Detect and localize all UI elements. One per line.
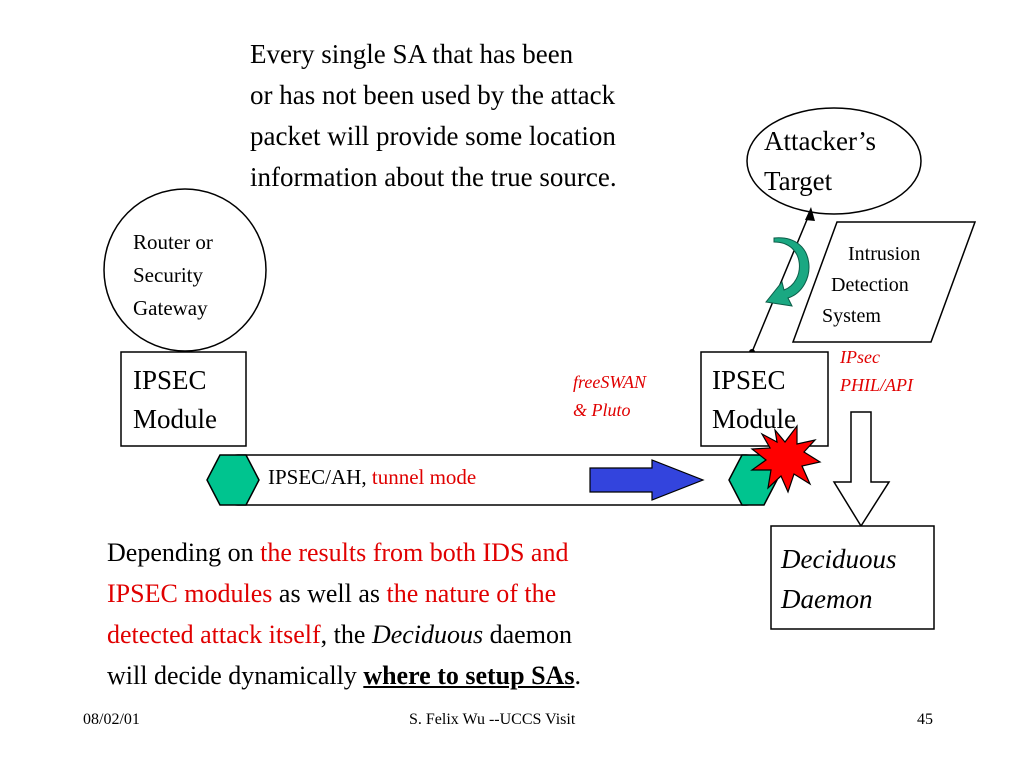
ipsec-api-label: IPsec PHIL/API: [840, 343, 913, 399]
bottom-text-red: the nature of the: [386, 579, 557, 608]
curl-arrow-icon: [765, 237, 810, 307]
freeswan-line-1: freeSWAN: [573, 372, 647, 392]
down-hollow-arrow: [832, 411, 891, 528]
deciduous-line-1: Deciduous: [781, 544, 897, 574]
bottom-line-2: IPSEC modules as well as the nature of t…: [107, 573, 581, 614]
ids-line-2: Detection: [831, 274, 909, 296]
deciduous-label: Deciduous Daemon: [781, 539, 896, 619]
left-module-line-2: Module: [133, 404, 217, 434]
tunnel-label: IPSEC/AH, tunnel mode: [268, 465, 476, 490]
bottom-text-red: IPSEC modules: [107, 579, 273, 608]
ipsec-api-line-2: PHIL/API: [840, 375, 913, 395]
deciduous-line-2: Daemon: [781, 584, 873, 614]
freeswan-line-2: & Pluto: [573, 400, 631, 420]
footer-date: 08/02/01: [83, 711, 140, 728]
module-target-line: [751, 209, 812, 353]
bottom-text-plain: will decide dynamically: [107, 661, 364, 690]
tunnel-left-hexagon: [206, 454, 260, 506]
bottom-text-plain: , the: [320, 620, 372, 649]
left-module-line-1: IPSEC: [133, 365, 207, 395]
bottom-text-emphasis: where to setup SAs: [363, 661, 575, 690]
right-module-label: IPSEC Module: [712, 361, 796, 439]
target-line-2: Target: [764, 166, 833, 196]
target-label: Attacker’s Target: [764, 121, 876, 201]
target-ellipse: [746, 107, 922, 215]
deciduous-box: [770, 525, 935, 630]
attack-burst-icon: [750, 424, 822, 494]
intro-line: Every single SA that has been: [250, 39, 574, 69]
ids-parallelogram: [791, 221, 977, 343]
bottom-paragraph: Depending on the results from both IDS a…: [107, 532, 581, 696]
router-ellipse: [103, 188, 267, 352]
intro-paragraph: Every single SA that has been or has not…: [250, 34, 617, 198]
bottom-text-red: the results from both IDS and: [260, 538, 569, 567]
module-target-arrowhead: [805, 207, 815, 221]
router-label: Router or Security Gateway: [133, 226, 213, 325]
freeswan-label: freeSWAN & Pluto: [573, 368, 646, 424]
ids-line-3: System: [822, 305, 881, 327]
footer-page-number: 45: [917, 711, 933, 728]
left-module-label: IPSEC Module: [133, 361, 217, 439]
bottom-line-3: detected attack itself, the Deciduous da…: [107, 614, 581, 655]
intro-line: packet will provide some location: [250, 121, 616, 151]
intro-line: or has not been used by the attack: [250, 80, 616, 110]
bottom-text-plain: daemon: [483, 620, 572, 649]
footer-center: S. Felix Wu --UCCS Visit: [409, 711, 576, 728]
right-module-box: [700, 351, 829, 447]
ipsec-api-line-1: IPsec: [840, 347, 880, 367]
bottom-line-1: Depending on the results from both IDS a…: [107, 532, 581, 573]
bottom-text-italic: Deciduous: [371, 620, 484, 649]
bottom-line-4: will decide dynamically where to setup S…: [107, 655, 581, 696]
bottom-text-plain: as well as: [272, 579, 387, 608]
tunnel-protocol: IPSEC/AH,: [268, 465, 367, 489]
ids-line-1: Intrusion: [848, 243, 921, 265]
right-module-line-1: IPSEC: [712, 365, 786, 395]
left-module-box: [120, 351, 247, 447]
ids-label: Intrusion Detection System: [822, 239, 920, 332]
router-line-3: Gateway: [133, 296, 208, 320]
bottom-text-plain: Depending on: [107, 538, 261, 567]
right-module-line-2: Module: [712, 404, 796, 434]
intro-line: information about the true source.: [250, 162, 617, 192]
bottom-text-red: detected attack itself: [107, 620, 321, 649]
bottom-text-plain: .: [574, 661, 581, 690]
tunnel-mode: tunnel mode: [371, 465, 477, 489]
target-line-1: Attacker’s: [764, 126, 876, 156]
tunnel-direction-arrow: [589, 459, 705, 501]
router-line-2: Security: [133, 263, 203, 287]
router-line-1: Router or: [133, 230, 213, 254]
